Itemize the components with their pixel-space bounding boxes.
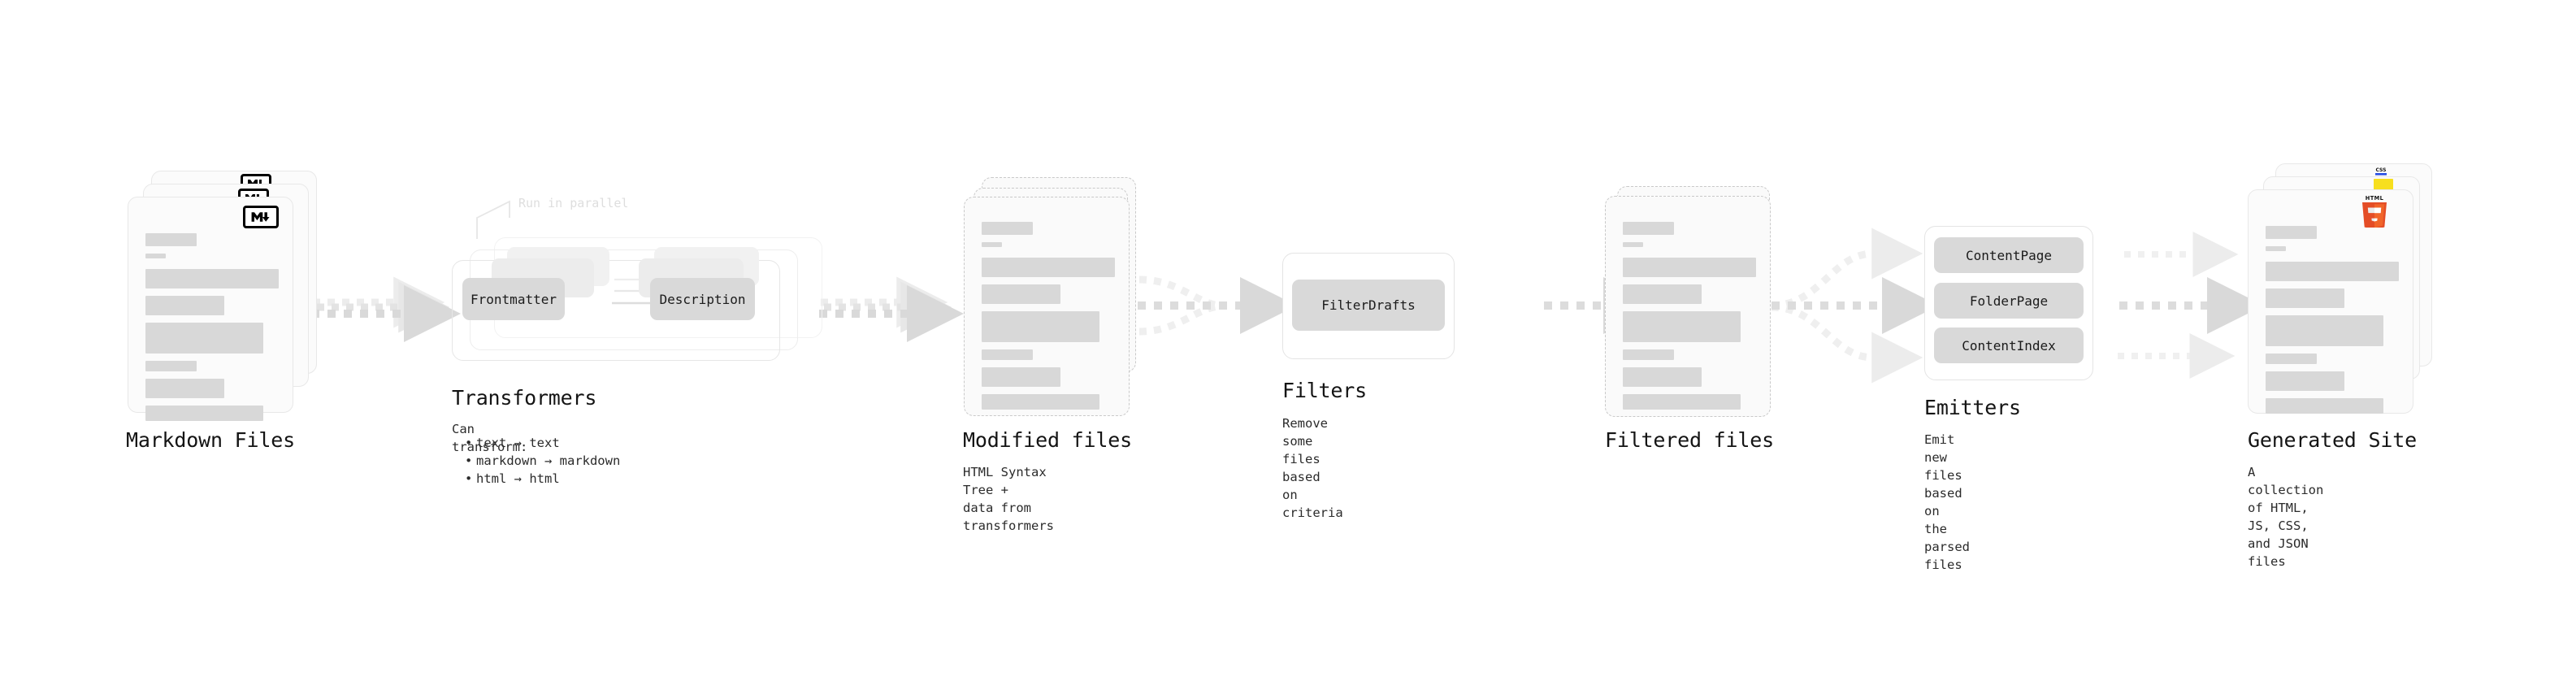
skeleton-bar [145, 233, 197, 246]
css3-logo: CSS [2373, 165, 2389, 178]
skeleton-bar [2266, 371, 2344, 391]
skeleton-bar [145, 323, 263, 354]
skeleton-bar [1623, 311, 1741, 342]
transformer-node-description[interactable]: Description [650, 278, 755, 320]
stage-title-filtered-files: Filtered files [1605, 428, 1774, 452]
html5-logo: HTML [2358, 193, 2391, 230]
skeleton-bar [145, 361, 197, 371]
stage-title-emitters: Emitters [1924, 396, 2021, 419]
skeleton-bar [1623, 222, 1674, 235]
skeleton-bar [145, 406, 263, 421]
stage-subtitle-filters: Remove some files based on criteria [1282, 416, 1343, 520]
stage-subtitle-transformers: Can transform: [452, 422, 528, 454]
connector-modified-to-filters [1138, 275, 1297, 336]
stage-title-transformers: Transformers [452, 386, 597, 410]
svg-text:CSS: CSS [2376, 167, 2387, 173]
skeleton-bar [2266, 262, 2399, 281]
connector-emitters-to-site [2118, 232, 2264, 379]
stage-title-modified-files: Modified files [963, 428, 1132, 452]
skeleton-bar [2266, 246, 2286, 251]
skeleton-bar [982, 367, 1060, 387]
site-doc-front [2248, 189, 2413, 414]
skeleton-bar [1623, 258, 1756, 277]
markdown-logo-front [243, 206, 279, 228]
skeleton-bar [982, 394, 1099, 410]
transformers-bullet-list: •text → text •markdown → markdown •html … [462, 434, 620, 488]
list-item: •html → html [465, 471, 560, 486]
svg-text:HTML: HTML [2366, 195, 2384, 202]
stage-title-markdown-files: Markdown Files [126, 428, 295, 452]
run-in-parallel-leader [476, 200, 510, 239]
markdown-doc-skeleton [145, 233, 279, 428]
run-in-parallel-annotation: Run in parallel [518, 196, 629, 210]
markdown-doc-front [128, 197, 293, 421]
stage-subtitle-emitters: Emit new files based on the parsed files [1924, 432, 1970, 572]
skeleton-bar [2266, 398, 2383, 414]
skeleton-bar [982, 311, 1099, 342]
emitter-node-folderpage[interactable]: FolderPage [1934, 283, 2084, 319]
skeleton-bar [982, 222, 1033, 235]
emitter-node-contentpage[interactable]: ContentPage [1934, 237, 2084, 273]
skeleton-bar [2266, 288, 2344, 308]
site-doc-skeleton [2266, 226, 2399, 421]
stage-subtitle-generated-site: A collection of HTML, JS, CSS, and JSON … [2248, 465, 2324, 569]
connector-transformers-to-modified [819, 276, 964, 342]
skeleton-bar [1623, 284, 1702, 304]
skeleton-bar [1623, 242, 1643, 247]
connector-md-to-transformers [311, 276, 461, 342]
filtered-doc-skeleton [1623, 222, 1756, 417]
transformers-panel-front [452, 260, 780, 361]
transformer-node-frontmatter[interactable]: Frontmatter [462, 278, 565, 320]
stage-title-generated-site: Generated Site [2248, 428, 2417, 452]
connector-filtered-to-emitters [1771, 228, 1939, 384]
skeleton-bar [145, 254, 166, 258]
modified-doc-front [964, 197, 1130, 416]
skeleton-bar [982, 242, 1002, 247]
skeleton-bar [982, 349, 1033, 360]
filter-node-filterdrafts[interactable]: FilterDrafts [1292, 280, 1445, 331]
list-item: •markdown → markdown [465, 453, 621, 468]
emitter-node-contentindex[interactable]: ContentIndex [1934, 327, 2084, 363]
skeleton-bar [145, 379, 224, 398]
skeleton-bar [1623, 367, 1702, 387]
js-logo [2374, 179, 2393, 190]
stage-title-filters: Filters [1282, 379, 1367, 402]
filtered-doc-front [1605, 196, 1771, 417]
skeleton-bar [982, 284, 1060, 304]
list-item: •text → text [465, 436, 560, 450]
skeleton-bar [1623, 394, 1741, 410]
skeleton-bar [2266, 354, 2317, 364]
stage-subtitle-modified-files: HTML Syntax Tree + data from transformer… [963, 465, 1054, 533]
modified-doc-skeleton [982, 222, 1115, 417]
skeleton-bar [145, 296, 224, 315]
skeleton-bar [2266, 226, 2317, 239]
skeleton-bar [982, 258, 1115, 277]
skeleton-bar [2266, 315, 2383, 346]
skeleton-bar [145, 269, 279, 288]
skeleton-bar [1623, 349, 1674, 360]
